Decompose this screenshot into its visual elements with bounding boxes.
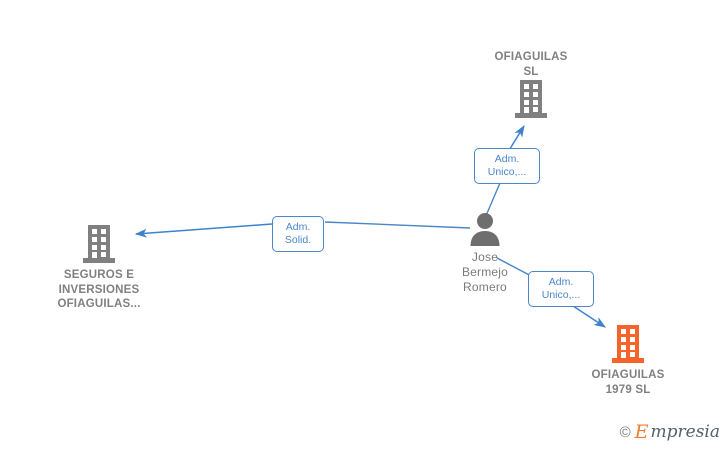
graph-node-jose-bermejo-romero[interactable]: Jose Bermejo Romero xyxy=(410,212,560,295)
edge-label-adm-unico-bottom[interactable]: Adm. Unico,... xyxy=(528,271,594,307)
building-icon xyxy=(456,79,606,119)
graph-node-ofiaguilas-sl[interactable]: OFIAGUILAS SL xyxy=(456,46,606,119)
brand-initial: E xyxy=(634,421,649,443)
edge-person-to-ofiaguilas-1979[interactable] xyxy=(496,257,607,328)
graph-node-label: OFIAGUILAS 1979 SL xyxy=(591,369,665,396)
graph-node-ofiaguilas-1979-sl[interactable]: OFIAGUILAS 1979 SL xyxy=(553,324,703,397)
graph-node-label: Jose Bermejo Romero xyxy=(461,250,509,294)
graph-node-label: OFIAGUILAS SL xyxy=(494,51,568,78)
empresia-watermark: © E mpresia xyxy=(620,423,720,442)
person-icon xyxy=(410,212,560,246)
building-icon xyxy=(553,324,703,364)
brand-name: mpresia xyxy=(650,422,721,442)
copyright-icon: © xyxy=(619,424,631,441)
edge-label-adm-solid[interactable]: Adm. Solid. xyxy=(272,216,324,252)
building-icon xyxy=(24,224,174,264)
graph-node-seguros-e-inversiones[interactable]: SEGUROS E INVERSIONES OFIAGUILAS... xyxy=(24,224,174,312)
edge-person-to-seguros[interactable] xyxy=(134,221,471,238)
edge-label-adm-unico-top[interactable]: Adm. Unico,... xyxy=(474,148,540,184)
graph-node-label: SEGUROS E INVERSIONES OFIAGUILAS... xyxy=(57,269,141,310)
